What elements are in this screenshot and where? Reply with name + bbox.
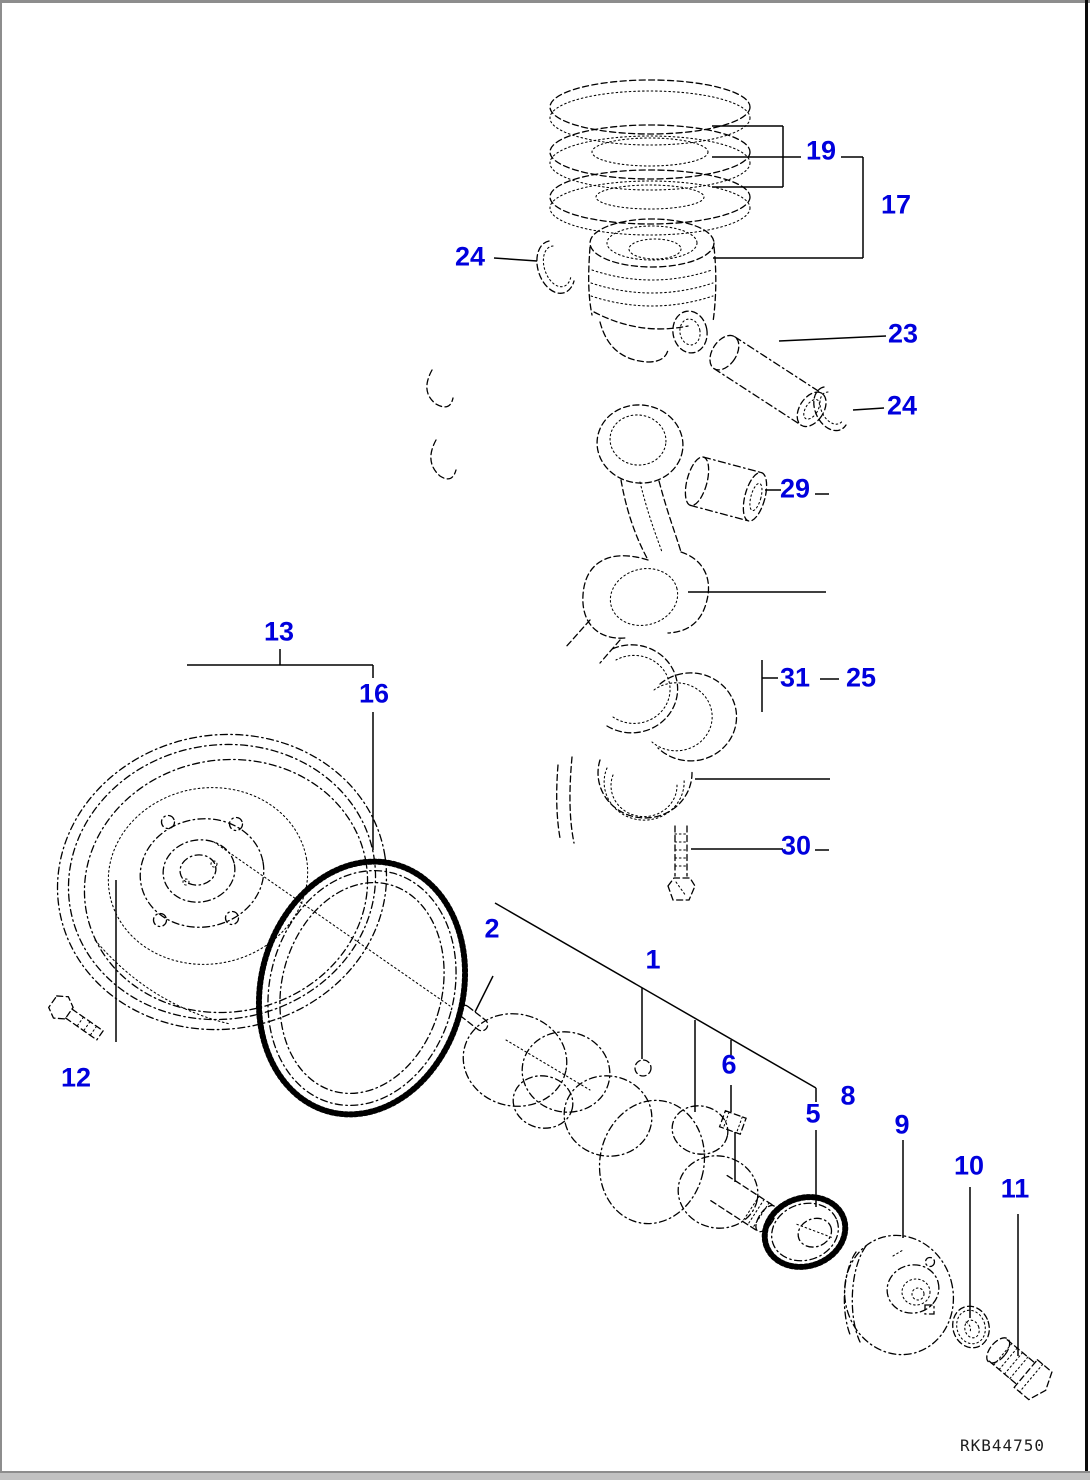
part-label-6: 6 (721, 1049, 737, 1080)
part-label-23: 23 (887, 318, 919, 349)
part-label-13: 13 (263, 616, 295, 647)
connecting-rod-drawing (564, 404, 710, 664)
part-label-2: 2 (484, 913, 500, 944)
part-label-11: 11 (1000, 1173, 1030, 1204)
part-label-31: 31 (779, 662, 811, 693)
part-label-8: 8 (840, 1080, 856, 1111)
drawing-code: RKB44750 (960, 1436, 1046, 1455)
part-label-29: 29 (779, 473, 811, 504)
crankshaft-drawing (462, 1013, 777, 1233)
ring-gear-drawing (255, 858, 469, 1118)
pulley-bolt-drawing (986, 1337, 1053, 1401)
snap-ring-left-drawing (536, 240, 575, 294)
nut-drawing (718, 1109, 747, 1136)
assembly-center-line (213, 841, 591, 1091)
part-label-12: 12 (60, 1062, 92, 1093)
part-label-1: 1 (645, 944, 661, 975)
washer-drawing (952, 1305, 990, 1349)
flywheel-bolt-drawing (47, 995, 104, 1041)
timing-gear-drawing (761, 1194, 849, 1270)
part-label-9: 9 (894, 1109, 910, 1140)
part-label-30: 30 (780, 830, 812, 861)
page-border-bottom (0, 1471, 1090, 1480)
snap-ring-right-drawing (813, 386, 847, 432)
part-label-24-right: 24 (886, 390, 918, 421)
part-label-17: 17 (880, 189, 912, 220)
key-drawing (457, 1004, 489, 1032)
pulley-drawing (843, 1234, 955, 1356)
piston-pin-drawing (709, 334, 827, 428)
leader-lines (115, 125, 1019, 1356)
part-label-10: 10 (953, 1150, 985, 1181)
bearing-shell-lower-drawing (556, 756, 693, 844)
rod-bushing-drawing (684, 456, 768, 522)
piston-drawing (426, 218, 717, 480)
part-label-24-left: 24 (454, 241, 486, 272)
part-label-25: 25 (845, 662, 877, 693)
crank-plug-drawing (634, 1059, 652, 1077)
part-label-19: 19 (805, 135, 837, 166)
page-border-left (0, 0, 2, 1480)
bearing-bolt-drawing (667, 825, 696, 901)
piston-rings-drawing (549, 79, 751, 236)
bearing-shells-upper-drawing (606, 644, 738, 762)
page-border-right (1085, 0, 1088, 1475)
flywheel-drawing (56, 733, 388, 1031)
part-label-16: 16 (358, 678, 390, 709)
page-border-top (0, 0, 1090, 3)
part-label-5: 5 (805, 1098, 821, 1129)
